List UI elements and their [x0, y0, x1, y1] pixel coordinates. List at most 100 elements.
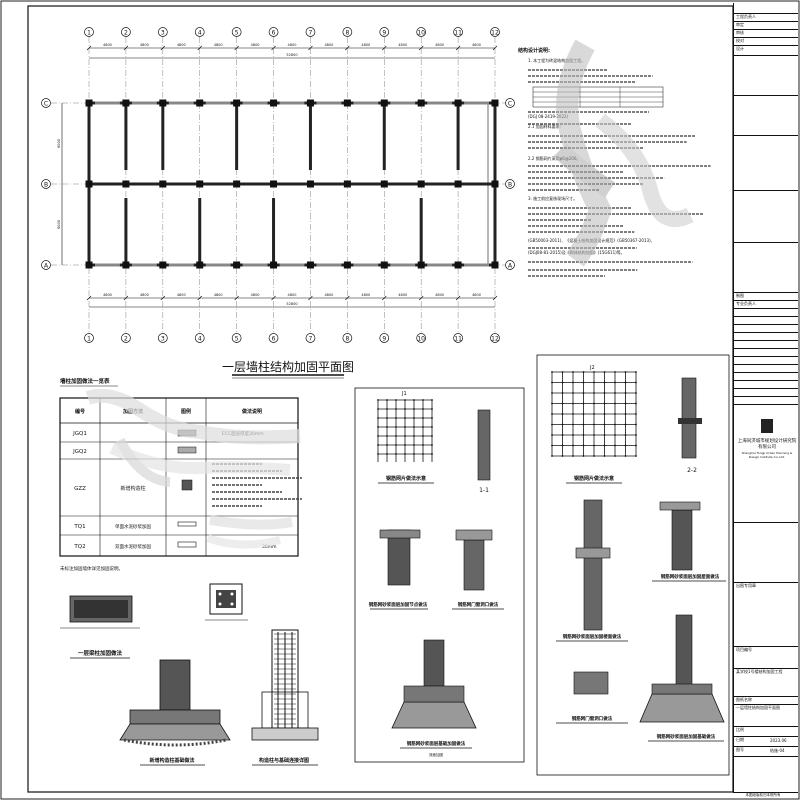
detail-4-title: 钢筋网砂浆面层加固楼面做法	[563, 633, 622, 640]
tb-label: 审定	[736, 22, 798, 27]
dim-label: 4800	[324, 293, 333, 297]
column-mark	[307, 262, 314, 269]
detail-5-title: 钢筋网门窗洞口做法	[572, 715, 613, 722]
detail-panel-middle: J1 钢筋网片做法示意 1-1 钢筋网砂浆面层加固节点做法 钢筋网门窗洞口做法 …	[355, 388, 524, 762]
dim-label: 4800	[251, 293, 260, 297]
tb-row: 审定	[734, 21, 798, 29]
detail-panel-right: J2 钢筋网片做法示意 2-2 钢筋网砂浆面层加固楼面做法 钢筋网砂浆面层加固屋…	[537, 355, 729, 775]
axis-label: 7	[309, 336, 313, 343]
axis-label: 12	[491, 336, 499, 343]
beam-detail: 一层梁柱加固做法	[60, 596, 140, 658]
dim-label: 4800	[140, 43, 149, 47]
column-mark	[196, 181, 203, 188]
tb-row	[734, 332, 798, 340]
section-1-1: 1-1	[479, 487, 489, 494]
tb-row: 校对	[734, 37, 798, 45]
detail-3-title: 钢筋网砂浆面层基础加固做法	[407, 740, 466, 747]
axis-label: 5	[235, 336, 239, 343]
detail-7-title: 钢筋网砂浆面层加固屋面做法	[661, 573, 720, 580]
table-row-method: 双面水泥砂浆加固	[115, 543, 151, 550]
tb-row	[734, 348, 798, 356]
side-dim: 6000	[57, 220, 61, 229]
company-logo-icon	[761, 419, 773, 433]
tb-label: 图纸名称	[736, 697, 798, 702]
tb-row: 专业负责人	[734, 300, 798, 308]
axis-label: 8	[345, 336, 349, 343]
dim-label: 4800	[398, 43, 407, 47]
floor-plan: 1148004800224800480033480048004448004800…	[42, 28, 515, 343]
dim-label: 4800	[398, 293, 407, 297]
column-mark	[122, 100, 129, 107]
column-mark	[455, 100, 462, 107]
column-mark	[455, 262, 462, 269]
column-mark	[233, 262, 240, 269]
tb-label: 图号	[736, 747, 798, 752]
dim-label: 4800	[251, 43, 260, 47]
mesh1-title: 钢筋网片做法示意	[386, 475, 426, 482]
column-section-detail	[205, 584, 248, 620]
column-mark	[86, 181, 93, 188]
tb-row	[734, 364, 798, 372]
table-note: 未标注加固墙体详见加固说明。	[60, 565, 123, 572]
dim-label: 4800	[177, 293, 186, 297]
table-row-code: JGQ1	[72, 431, 87, 437]
notes-heading: 结构设计说明:	[518, 47, 550, 54]
table-row-code: TQ2	[73, 544, 85, 550]
tb-row	[734, 324, 798, 332]
tb-row	[734, 388, 798, 396]
company-name: 上海同济城市规划设计研究院有限公司	[736, 439, 798, 451]
axis-label: 6	[272, 336, 276, 343]
table-row-code: GZZ	[74, 486, 86, 492]
column-foundation-detail: 构造柱与基础连接详图	[252, 630, 318, 765]
column-mark	[233, 181, 240, 188]
column-mark	[344, 100, 351, 107]
axis-label: 5	[235, 30, 239, 37]
axis-label: C	[508, 101, 512, 108]
axis-label: 11	[454, 336, 462, 343]
axis-label: 4	[198, 30, 202, 37]
axis-label: 7	[309, 30, 313, 37]
axis-label: 1	[87, 336, 91, 343]
axis-label: C	[44, 101, 48, 108]
tb-label: 工程负责人	[736, 14, 798, 19]
column-mark	[307, 100, 314, 107]
tb-row: 工程负责人	[734, 13, 798, 21]
section-2-2: 2-2	[687, 467, 697, 474]
tb-row: 项目编号	[734, 646, 798, 668]
dim-label: 4800	[288, 43, 297, 47]
mesh1-ref: J1	[401, 391, 407, 397]
column-mark	[122, 262, 129, 269]
drawing-name-cell: 一层墙柱结构加固平面图	[734, 704, 798, 726]
axis-label: 10	[417, 30, 425, 37]
table-row-code: JGQ2	[72, 449, 87, 455]
column-mark	[492, 262, 499, 269]
stamp-area: 出图专用章	[734, 582, 798, 646]
found-detail-title: 新增构造柱基础做法	[149, 757, 194, 764]
overall-dim: 52800	[286, 53, 297, 57]
tb-row	[734, 316, 798, 324]
design-notes: 结构设计说明: 1. 本工程为砖混结构加固工程。2.1 加固材料要求:2.2 钢…	[518, 47, 711, 276]
tb-row: 日期2023.06	[734, 736, 798, 746]
dim-label: 4800	[103, 43, 112, 47]
plan-title: 一层墙柱结构加固平面图	[222, 359, 354, 374]
axis-label: 10	[417, 336, 425, 343]
tb-row	[734, 242, 798, 292]
dim-label: 4800	[324, 43, 333, 47]
project-name: 某学校1号楼结构加固工程	[736, 669, 798, 674]
beam-detail-title: 一层梁柱加固做法	[78, 649, 123, 657]
axis-label: 2	[124, 336, 128, 343]
axis-label: 8	[345, 30, 349, 37]
table-row-method: 单面水泥砂浆加固	[115, 523, 151, 530]
column-mark	[86, 262, 93, 269]
dim-label: 4800	[214, 43, 223, 47]
column-mark	[122, 181, 129, 188]
detail-1-title: 钢筋网砂浆面层加固节点做法	[369, 601, 428, 608]
redaction-blob	[560, 45, 690, 260]
dim-label: 4800	[140, 293, 149, 297]
drawing-date: 2023.06	[770, 738, 787, 743]
tb-row: 审核	[734, 29, 798, 37]
axis-label: 4	[198, 336, 202, 343]
axis-label: 9	[382, 336, 386, 343]
tb-row: 设计	[734, 45, 798, 55]
